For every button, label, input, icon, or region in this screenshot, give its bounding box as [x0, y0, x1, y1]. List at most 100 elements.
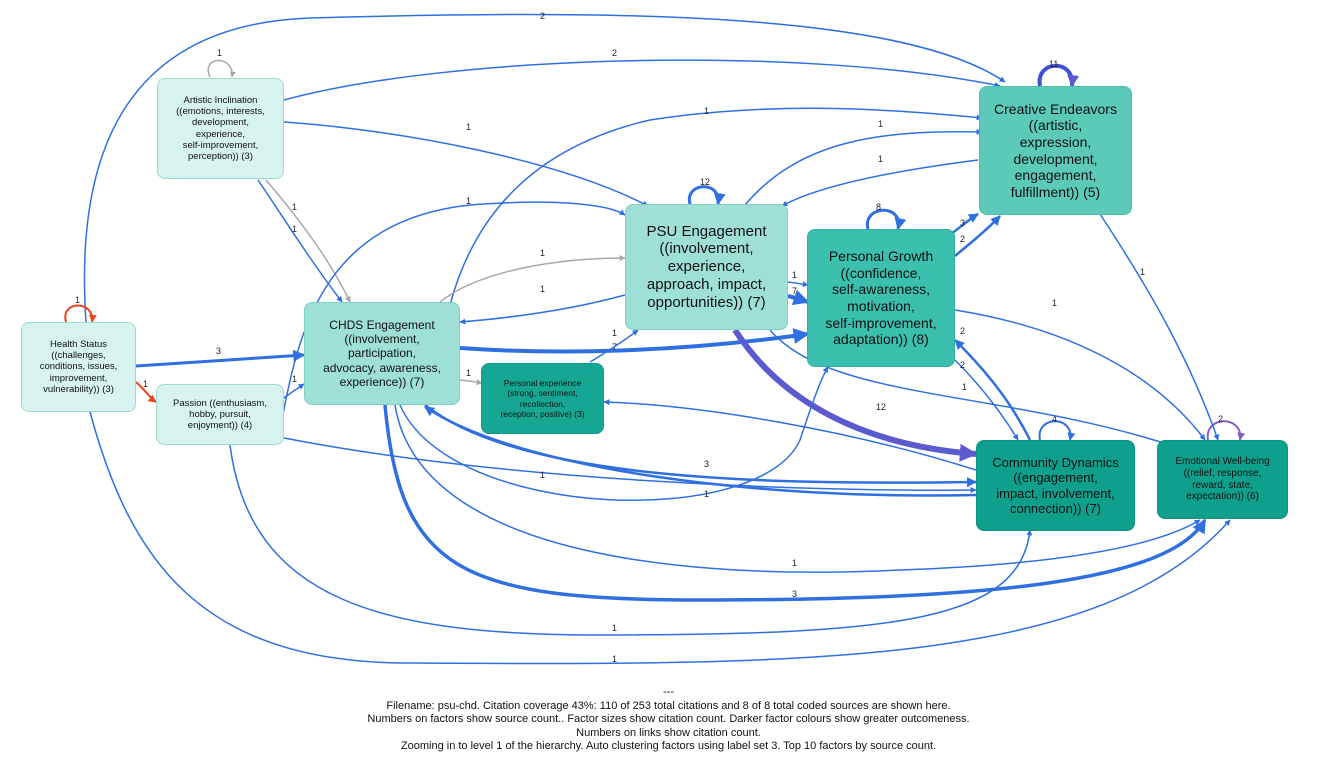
- link-psu-growth-a: [787, 281, 809, 288]
- link-psu-wellbeing: [769, 329, 1171, 447]
- link-personal-psu: [589, 329, 639, 363]
- link-artistic-chds-b: [257, 179, 343, 303]
- diagram-caption: --- Filename: psu-chd. Citation coverage…: [0, 686, 1337, 754]
- node-label: Emotional Well-being ((relief, response,…: [1175, 455, 1270, 503]
- node-passion[interactable]: Passion ((enthusiasm, hobby, pursuit, en…: [156, 384, 284, 445]
- link-label: 2: [960, 234, 965, 244]
- link-label: 1: [217, 48, 222, 58]
- link-psu-creative: [744, 128, 983, 206]
- link-creative-psu: [781, 159, 979, 207]
- link-health-creative: [83, 13, 1006, 323]
- link-label: 4: [1052, 414, 1057, 424]
- link-psu-growth-b: [787, 289, 810, 306]
- link-passion-chds: [283, 383, 305, 399]
- link-label: 3: [792, 589, 797, 599]
- link-label: 1: [466, 368, 471, 378]
- caption-line-2: Numbers on factors show source count.. F…: [367, 713, 970, 726]
- links-layer: 2 2 1 11 12 8 4 2 1 1 1 1 1 1 1 1 1 1: [64, 11, 1246, 665]
- link-growth-community-b: [954, 359, 1019, 441]
- node-label: Creative Endeavors ((artistic, expressio…: [994, 100, 1117, 200]
- node-artistic-inclination[interactable]: Artistic Inclination ((emotions, interes…: [157, 78, 284, 179]
- link-label: 1: [792, 558, 797, 568]
- link-chds-growth-bottom: [399, 366, 829, 501]
- link-chds-creative: [449, 107, 983, 306]
- caption-line-1: Filename: psu-chd. Citation coverage 43%…: [386, 699, 951, 712]
- link-chds-psu: [439, 255, 626, 303]
- link-chds-wellbeing-b: [383, 404, 1207, 602]
- caption-line-3: Numbers on links show citation count.: [576, 726, 761, 739]
- link-label: 1: [540, 470, 545, 480]
- node-label: Community Dynamics ((engagement, impact,…: [992, 454, 1119, 516]
- node-community-dynamics[interactable]: Community Dynamics ((engagement, impact,…: [976, 440, 1135, 531]
- node-psu-engagement[interactable]: PSU Engagement ((involvement, experience…: [625, 204, 788, 330]
- link-label: 12: [876, 402, 886, 412]
- node-label: Artistic Inclination ((emotions, interes…: [176, 94, 265, 162]
- link-artistic-chds-a: [265, 179, 351, 303]
- link-label: 1: [704, 489, 709, 499]
- link-chds-growth: [459, 328, 810, 354]
- link-wellbeing-self: [1206, 420, 1246, 441]
- link-label: 2: [1218, 414, 1223, 424]
- link-label: 1: [878, 119, 883, 129]
- link-label: 1: [466, 196, 471, 206]
- link-artistic-self: [207, 59, 236, 78]
- link-chds-wellbeing-a: [394, 404, 1201, 573]
- link-passion-community-bottom: [229, 444, 1033, 636]
- link-label: 8: [876, 202, 881, 212]
- link-community-personal: [603, 399, 977, 471]
- node-creative-endeavors[interactable]: Creative Endeavors ((artistic, expressio…: [979, 86, 1132, 215]
- link-label: 3: [216, 346, 221, 356]
- link-passion-community: [283, 437, 977, 494]
- link-creative-self: [1037, 63, 1080, 88]
- link-label: 7: [792, 286, 797, 296]
- link-label: 1: [540, 248, 545, 258]
- link-health-passion: [135, 381, 157, 403]
- link-artistic-creative: [283, 59, 1001, 101]
- link-label: 1: [1052, 298, 1057, 308]
- node-label: CHDS Engagement ((involvement, participa…: [323, 318, 441, 389]
- link-label: 2: [540, 11, 545, 21]
- node-chds-engagement[interactable]: CHDS Engagement ((involvement, participa…: [304, 302, 460, 405]
- link-label: 2: [612, 48, 617, 58]
- link-label: 3: [960, 218, 965, 228]
- link-label: 1: [792, 270, 797, 280]
- node-label: PSU Engagement ((involvement, experience…: [646, 222, 767, 311]
- link-psu-chds: [459, 294, 626, 325]
- link-label: 3: [704, 459, 709, 469]
- node-health-status[interactable]: Health Status ((challenges, conditions, …: [21, 322, 136, 412]
- link-community-chds: [424, 405, 977, 497]
- causal-map-diagram: 2 2 1 11 12 8 4 2 1 1 1 1 1 1 1 1 1 1: [21, 11, 1288, 665]
- link-label: 12: [700, 177, 710, 187]
- link-health-self: [64, 304, 97, 323]
- link-label: 2: [960, 326, 965, 336]
- link-label: 2: [960, 360, 965, 370]
- link-health-wellbeing: [89, 411, 1231, 665]
- link-growth-community-a: [954, 339, 1032, 441]
- link-passion-psu: [281, 201, 626, 421]
- link-growth-self: [866, 208, 907, 231]
- caption-line-4: Zooming in to level 1 of the hierarchy. …: [400, 740, 937, 753]
- link-label: 1: [612, 654, 617, 664]
- link-label: 1: [962, 382, 967, 392]
- link-label: 1: [292, 202, 297, 212]
- link-label: 1: [143, 379, 148, 389]
- node-personal-growth[interactable]: Personal Growth ((confidence, self-aware…: [807, 229, 955, 367]
- link-label: 1: [612, 328, 617, 338]
- link-label: 1: [292, 224, 297, 234]
- link-artistic-psu: [283, 121, 649, 207]
- link-label: 1: [292, 374, 297, 384]
- link-label: 1: [878, 154, 883, 164]
- link-label: 1: [704, 106, 709, 116]
- link-label: 1: [75, 295, 80, 305]
- node-label: Health Status ((challenges, conditions, …: [39, 338, 118, 395]
- link-creative-wellbeing: [1099, 213, 1220, 441]
- link-growth-creative-b: [954, 215, 1001, 257]
- link-psu-self: [687, 185, 726, 206]
- link-community-self: [1038, 420, 1076, 441]
- node-label: Personal experience (strong, sentiment, …: [500, 378, 585, 419]
- node-label: Passion ((enthusiasm, hobby, pursuit, en…: [173, 397, 267, 432]
- node-emotional-wellbeing[interactable]: Emotional Well-being ((relief, response,…: [1157, 440, 1288, 519]
- link-label: 1: [612, 623, 617, 633]
- node-personal-experience[interactable]: Personal experience (strong, sentiment, …: [481, 363, 604, 434]
- node-label: Personal Growth ((confidence, self-aware…: [825, 248, 937, 348]
